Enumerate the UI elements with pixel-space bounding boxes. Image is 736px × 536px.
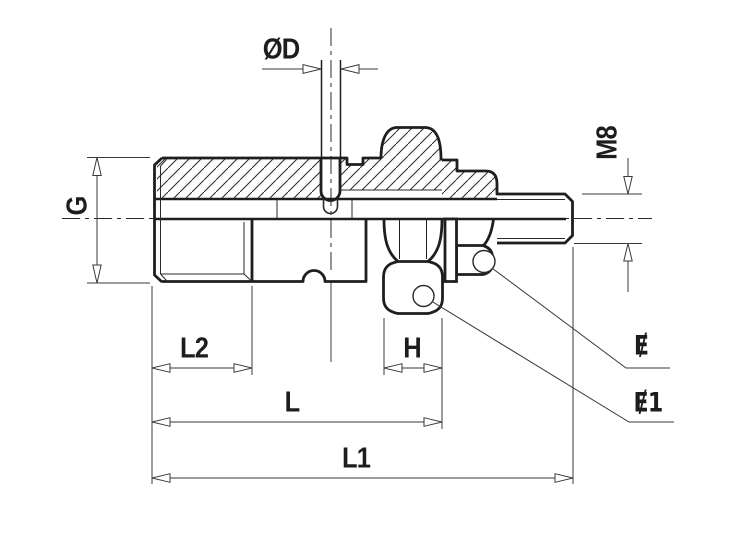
section-hatching xyxy=(157,127,497,199)
dimension-arrowheads xyxy=(92,63,633,483)
dim-label-hex-e: Ɇ xyxy=(633,330,649,362)
dim-label-l: L xyxy=(284,386,301,419)
dim-label-port-thread: G xyxy=(61,196,94,216)
front-nut xyxy=(382,218,444,315)
dim-label-l2: L2 xyxy=(179,332,209,365)
dimension-lines xyxy=(87,68,642,484)
tube-lines xyxy=(320,60,342,158)
dim-label-tube-diameter: ØD xyxy=(262,33,300,66)
ball-circles xyxy=(412,249,496,308)
washer xyxy=(443,217,458,283)
dim-label-l1: L1 xyxy=(341,442,371,475)
dim-label-h: H xyxy=(403,332,421,365)
dim-label-stud-thread: M8 xyxy=(591,126,624,160)
dim-label-hex-e1: Ɇ1 xyxy=(633,387,664,419)
part-outline xyxy=(153,126,574,284)
leader-lines xyxy=(432,268,674,423)
internal-detail-lines xyxy=(160,159,565,282)
